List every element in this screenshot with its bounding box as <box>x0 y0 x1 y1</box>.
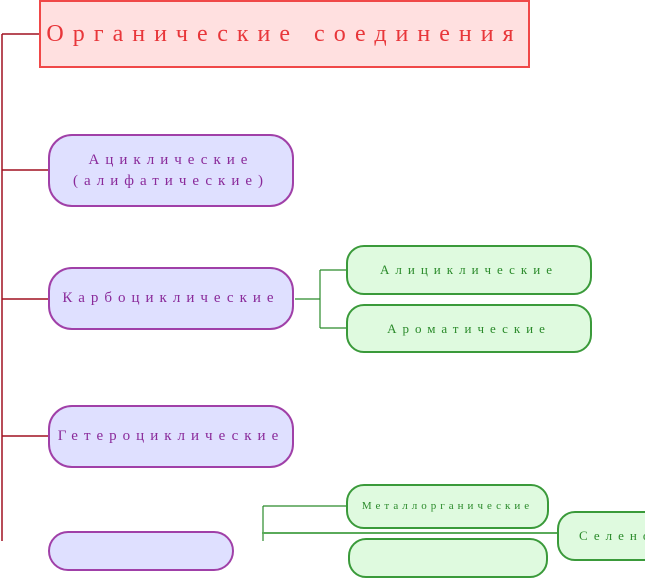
node-organoselenium: Селенор <box>557 511 645 561</box>
node-other-child <box>348 538 548 578</box>
node-acyclic-line1: Ациклические <box>88 152 254 169</box>
node-other <box>48 531 234 571</box>
node-acyclic: Ациклические (алифатические) <box>48 134 294 207</box>
root-node-organic-compounds: Органические соединения <box>39 0 530 68</box>
node-alicyclic-label: Алициклические <box>380 262 558 278</box>
node-heterocyclic-label: Гетероциклические <box>57 428 285 445</box>
node-aromatic: Ароматические <box>346 304 592 353</box>
node-aromatic-label: Ароматические <box>387 320 551 336</box>
node-acyclic-line2: (алифатические) <box>72 172 270 189</box>
node-carbocyclic-label: Карбоциклические <box>62 290 280 307</box>
node-heterocyclic: Гетероциклические <box>48 405 294 468</box>
node-alicyclic: Алициклические <box>346 245 592 295</box>
connector-lines <box>1 33 557 541</box>
node-organometallic-label: Металлорганические <box>361 500 534 513</box>
node-organometallic: Металлорганические <box>346 484 549 529</box>
node-organoselenium-label: Селенор <box>579 528 645 544</box>
node-carbocyclic: Карбоциклические <box>48 267 294 330</box>
root-label: Органические соединения <box>46 20 523 47</box>
